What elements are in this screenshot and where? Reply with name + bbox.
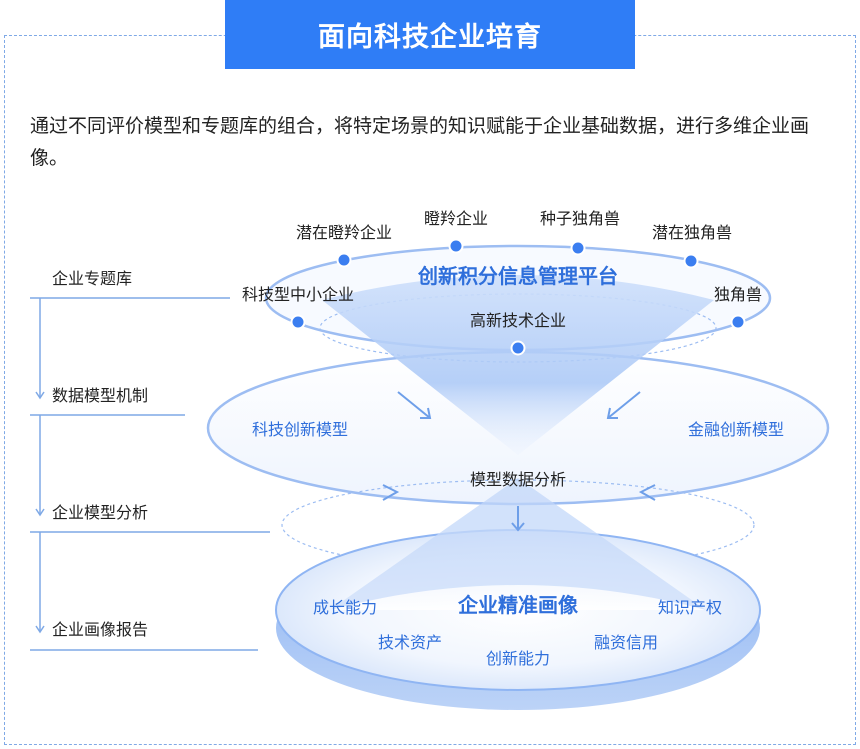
- step-label: 企业模型分析: [52, 503, 148, 522]
- node-dot: [510, 340, 526, 356]
- model-label-right: 金融创新模型: [688, 420, 784, 439]
- portrait-item: 创新能力: [486, 649, 550, 668]
- upper-funnel: [322, 275, 714, 455]
- model-label-left: 科技创新模型: [252, 420, 348, 439]
- node-dot: [570, 240, 586, 256]
- intro-text: 通过不同评价模型和专题库的组合，将特定场景的知识赋能于企业基础数据，进行多维企业…: [30, 115, 810, 169]
- node-label: 高新技术企业: [470, 311, 566, 330]
- flow-arrows: [382, 391, 656, 532]
- node-dot: [336, 252, 352, 268]
- step-flow-lines: [30, 297, 270, 651]
- step-label: 企业画像报告: [52, 620, 148, 639]
- node-label: 潜在独角兽: [652, 223, 732, 242]
- node-label: 种子独角兽: [540, 209, 620, 228]
- node-label: 科技型中小企业: [242, 285, 354, 304]
- step-label: 数据模型机制: [52, 386, 148, 405]
- portrait-item: 融资信用: [594, 633, 658, 652]
- step-label: 企业专题库: [52, 269, 132, 288]
- node-dot: [290, 314, 306, 330]
- portrait-item: 知识产权: [658, 598, 722, 617]
- step-arrows: [35, 391, 45, 634]
- top-ring-labels: 潜在瞪羚企业 瞪羚企业 种子独角兽 潜在独角兽 科技型中小企业 独角兽 高新技术…: [242, 209, 762, 330]
- node-label: 潜在瞪羚企业: [296, 223, 392, 242]
- node-dot: [683, 253, 699, 269]
- step-labels: 企业专题库 数据模型机制 企业模型分析 企业画像报告: [52, 269, 148, 639]
- top-ring-dots: [290, 238, 746, 356]
- portrait-item: 技术资产: [378, 633, 442, 652]
- header-title: 面向科技企业培育: [225, 0, 635, 69]
- portrait-item: 成长能力: [313, 598, 377, 617]
- top-ring-title: 创新积分信息管理平台: [417, 264, 618, 288]
- model-analysis-label: 模型数据分析: [470, 470, 566, 489]
- node-label: 瞪羚企业: [424, 209, 488, 228]
- portrait-title: 企业精准画像: [457, 593, 579, 617]
- portrait-items: 成长能力 知识产权 技术资产 融资信用 创新能力: [313, 598, 722, 668]
- lower-cone-shade: [330, 478, 706, 610]
- node-dot: [730, 314, 746, 330]
- node-label: 独角兽: [714, 285, 762, 304]
- node-dot: [448, 238, 464, 254]
